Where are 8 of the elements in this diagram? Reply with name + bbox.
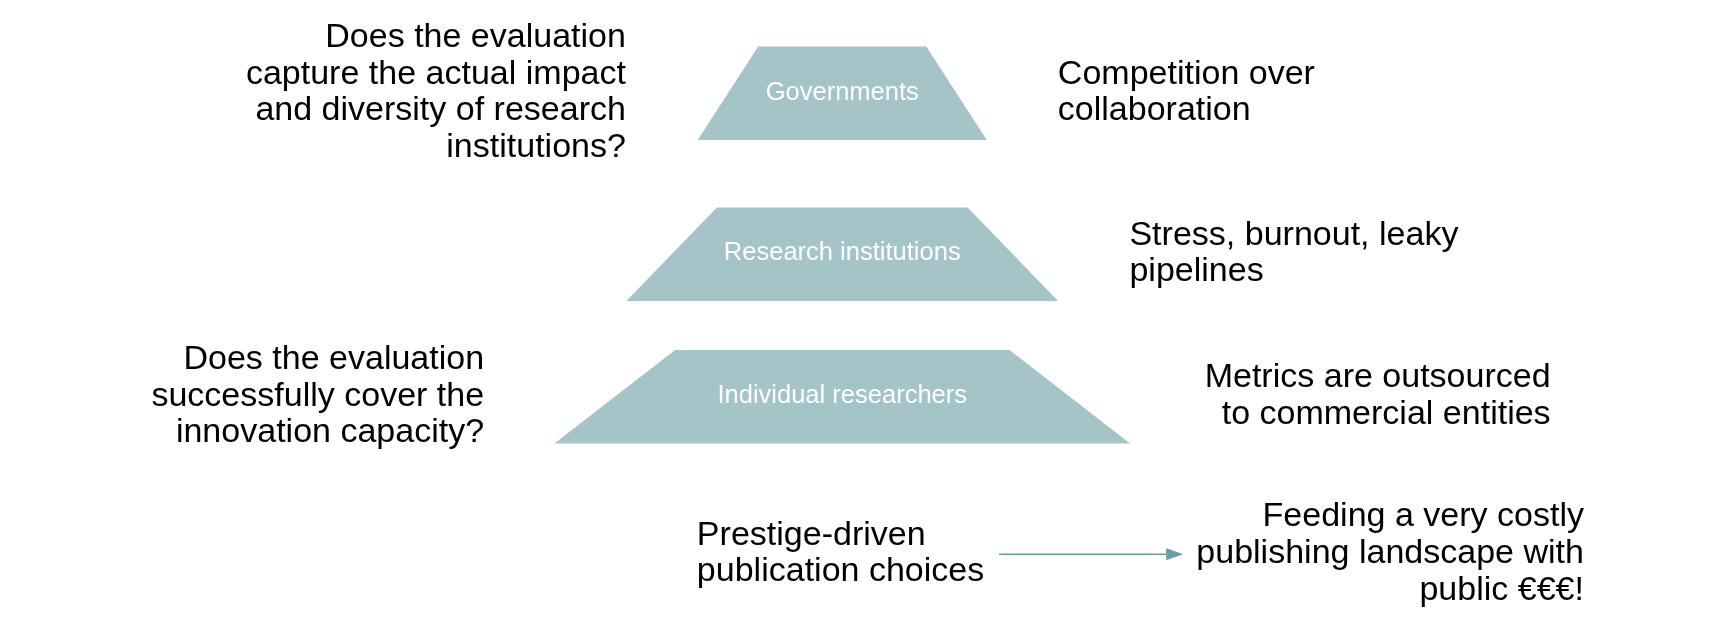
node-text: Prestige-driven publication choices: [696, 513, 984, 589]
label: Stress, burnout, leaky pipelines: [1128, 213, 1458, 289]
label: Competition over collaboration: [1057, 52, 1315, 128]
label: Does the evaluation capture the actual impact and diversity of research institutions?: [245, 15, 626, 165]
node-text: Feeding a very costly publishing landscape with public €€€!: [1195, 495, 1584, 607]
label: Metrics are outsourced to commercial entities: [1204, 356, 1551, 431]
arrow: [997, 548, 1183, 561]
label: Does the evaluation successfully cover the innovation capacity?: [150, 337, 484, 450]
